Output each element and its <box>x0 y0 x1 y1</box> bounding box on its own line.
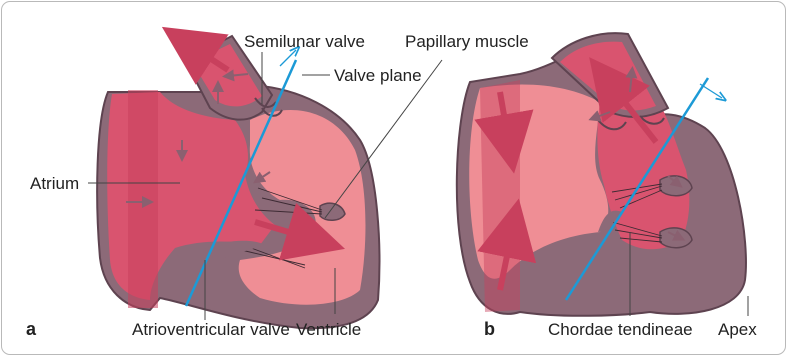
panel-label-b: b <box>484 319 495 339</box>
label-papillary-muscle: Papillary muscle <box>405 32 529 51</box>
label-semilunar-valve: Semilunar valve <box>244 32 365 51</box>
label-chordae-tendineae: Chordae tendineae <box>548 320 693 339</box>
label-apex: Apex <box>718 320 757 339</box>
label-ventricle: Ventricle <box>296 320 361 339</box>
panel-a-vessel-left <box>128 90 158 308</box>
label-atrioventricular-valve: Atrioventricular valve <box>132 320 290 339</box>
panel-label-a: a <box>26 319 37 339</box>
panel-b-heart <box>457 33 746 316</box>
label-atrium: Atrium <box>30 174 79 193</box>
label-valve-plane: Valve plane <box>334 66 422 85</box>
panel-b-valve-plane-arrow <box>700 84 722 98</box>
